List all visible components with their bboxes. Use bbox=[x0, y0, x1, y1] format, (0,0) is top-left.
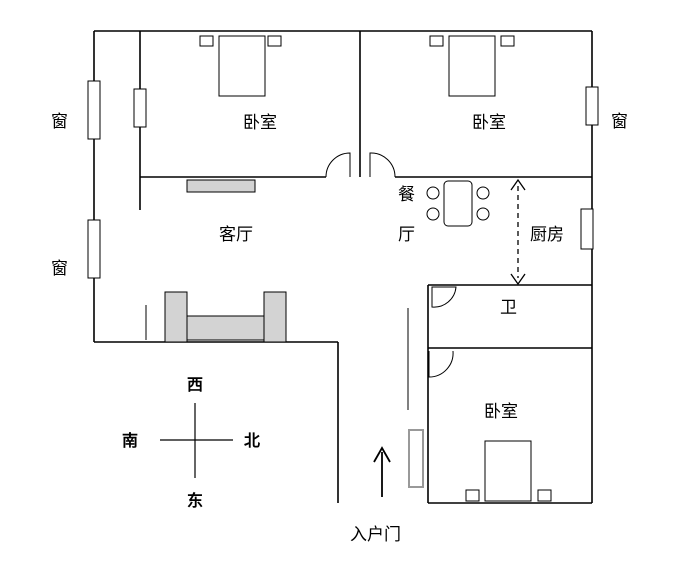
label-window-west-lower: 窗 bbox=[51, 259, 68, 279]
window-west-lower bbox=[87, 219, 101, 279]
label-bedroom-1: 卧室 bbox=[243, 113, 277, 133]
door-bedroom-1 bbox=[325, 152, 351, 178]
walls bbox=[93, 30, 593, 504]
window-west-upper bbox=[87, 80, 101, 140]
tv-cabinet bbox=[186, 179, 256, 193]
compass-north: 北 bbox=[244, 431, 260, 450]
kitchen-dimension-arrow bbox=[510, 178, 526, 286]
living-room-furniture bbox=[164, 179, 287, 343]
door-bathroom bbox=[431, 286, 457, 308]
label-kitchen: 厨房 bbox=[530, 225, 564, 245]
label-entrance: 入户门 bbox=[350, 525, 401, 545]
label-dining-2: 厅 bbox=[398, 225, 415, 245]
label-living-room: 客厅 bbox=[219, 225, 253, 245]
window-east-upper bbox=[585, 86, 599, 126]
door-bedroom-2 bbox=[369, 152, 396, 178]
label-bathroom: 卫 bbox=[500, 298, 517, 318]
compass: 西 东 南 北 bbox=[122, 375, 260, 510]
window-corridor bbox=[408, 429, 424, 488]
window-kitchen bbox=[580, 208, 594, 250]
bed-bedroom-1 bbox=[199, 35, 282, 97]
label-window-east-upper: 窗 bbox=[611, 112, 628, 132]
bed-bedroom-3 bbox=[465, 440, 552, 502]
window-bedroom1-inner bbox=[133, 88, 147, 128]
label-window-west-upper: 窗 bbox=[51, 112, 68, 132]
bed-bedroom-2 bbox=[429, 35, 515, 97]
label-bedroom-3: 卧室 bbox=[484, 402, 518, 422]
compass-west: 西 bbox=[187, 375, 203, 394]
compass-south: 南 bbox=[122, 431, 138, 450]
doors bbox=[325, 152, 457, 378]
sofa-seat bbox=[186, 315, 265, 341]
door-bedroom-3 bbox=[428, 350, 454, 378]
windows bbox=[87, 80, 599, 488]
room-labels: 卧室 卧室 卧室 客厅 餐 厅 厨房 卫 窗 窗 窗 入户门 bbox=[51, 112, 628, 545]
label-bedroom-2: 卧室 bbox=[472, 113, 506, 133]
dining-table-set bbox=[426, 180, 490, 227]
compass-east: 东 bbox=[187, 491, 203, 510]
label-dining-1: 餐 bbox=[398, 185, 415, 205]
sofa-right-arm bbox=[263, 291, 287, 343]
sofa-left-arm bbox=[164, 291, 188, 343]
dining-table bbox=[443, 180, 473, 227]
entrance-arrow bbox=[373, 446, 391, 497]
